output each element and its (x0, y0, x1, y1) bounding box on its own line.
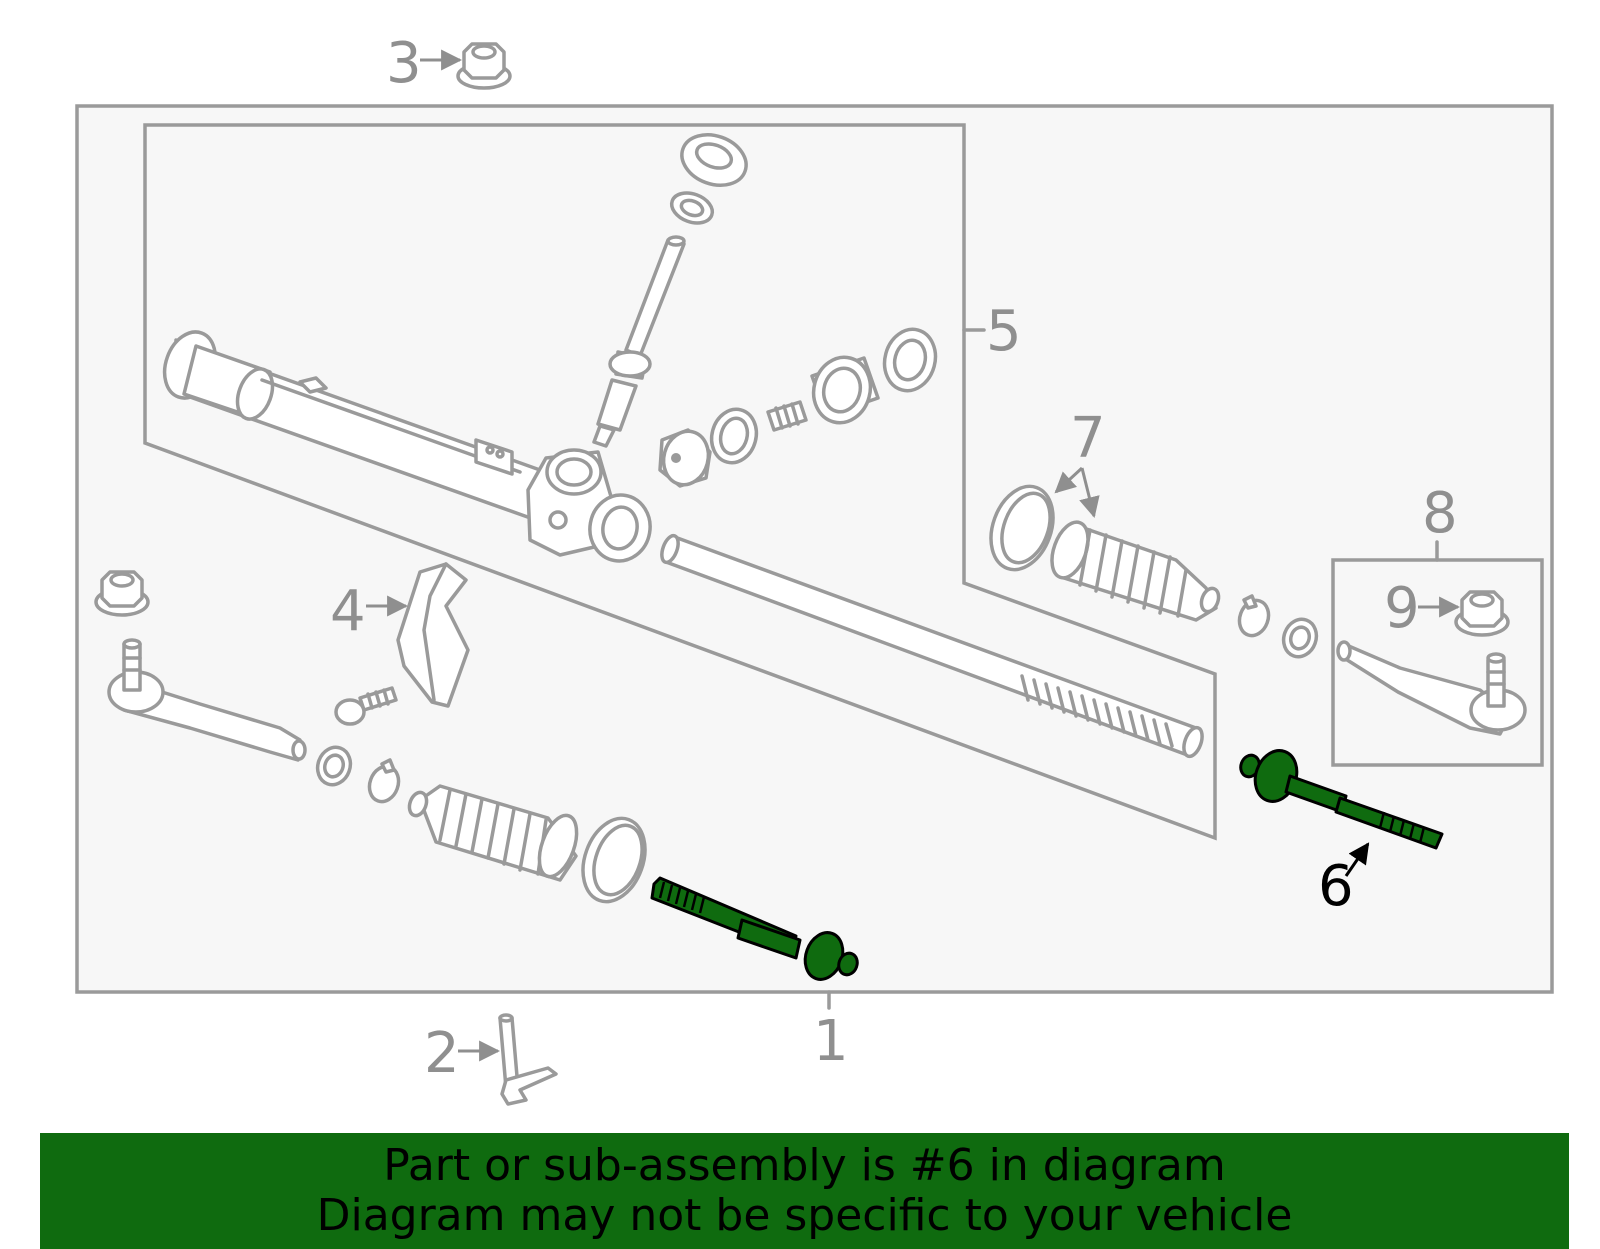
callout-3: 3 (386, 31, 422, 96)
jam-nut-left (315, 745, 353, 787)
callout-9: 9 (1384, 576, 1420, 641)
o-ring (669, 191, 715, 225)
callout-8: 8 (1422, 481, 1458, 546)
callout-2: 2 (424, 1021, 460, 1086)
boot-part-7 (1050, 520, 1221, 622)
banner-line-2: Diagram may not be specific to your vehi… (316, 1190, 1293, 1241)
heat-shield-part-4 (396, 562, 470, 708)
callout-6: 6 (1318, 854, 1354, 919)
tie-rod-end-kit-frame (1331, 558, 1544, 767)
pinion-shaft (592, 235, 686, 448)
dust-seal (680, 133, 748, 187)
callout-1: 1 (813, 1009, 849, 1074)
small-clamp-right (1237, 594, 1271, 638)
rack-bar (660, 533, 1204, 759)
rack-housing (162, 330, 652, 563)
jam-nut-right (1281, 617, 1319, 659)
yoke-plug (810, 355, 880, 425)
nut-left (94, 570, 150, 617)
callout-5: 5 (986, 299, 1022, 364)
tie-rod-end-right (1336, 640, 1527, 736)
callout-7: 7 (1070, 406, 1106, 471)
nut-part-9 (1454, 590, 1510, 637)
callout-4: 4 (330, 579, 366, 644)
guide-spring (766, 400, 808, 432)
boot-clamp-part-7 (989, 484, 1055, 572)
inner-tie-rod-part-1 (650, 876, 859, 981)
small-clamp-left (367, 758, 401, 804)
part-info-banner: Part or sub-assembly is #6 in diagram Di… (40, 1133, 1569, 1249)
boot-clamp-left (581, 816, 647, 904)
boot-left (407, 784, 579, 882)
lock-nut-ring (882, 327, 938, 393)
tie-rod-end-left (107, 638, 307, 762)
guide-o-ring (709, 407, 759, 465)
mounting-bolt (334, 686, 398, 726)
banner-line-1: Part or sub-assembly is #6 in diagram (383, 1140, 1226, 1191)
nut-part-3 (456, 42, 512, 90)
rack-guide (658, 428, 712, 488)
inner-tie-rod-part-6 (1239, 749, 1444, 850)
bolt-part-2 (498, 1013, 558, 1106)
